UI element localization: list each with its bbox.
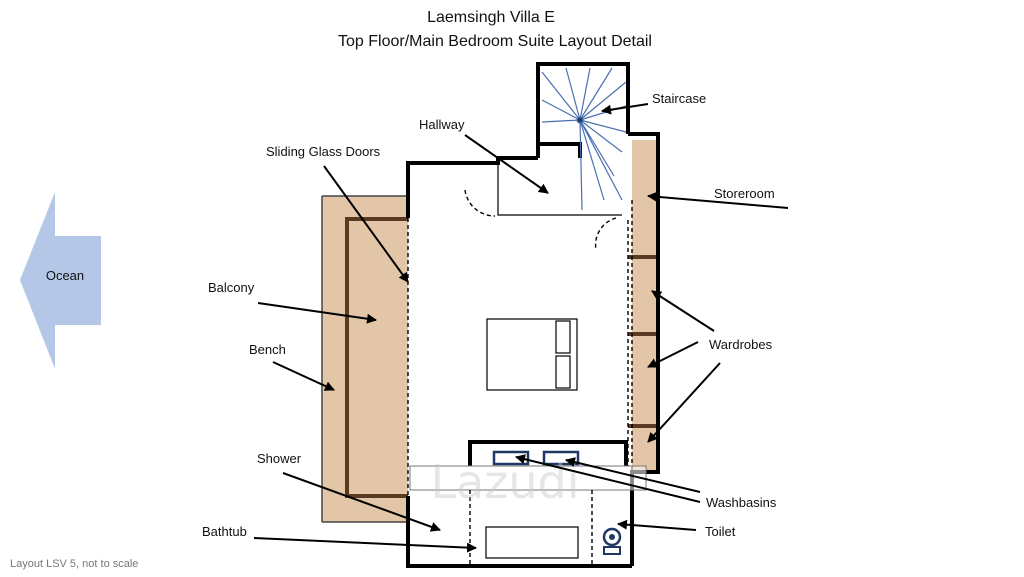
arrow-sliding-glass-doors: [323, 165, 409, 283]
bench: [345, 217, 408, 498]
arrow-balcony: [257, 302, 377, 324]
label-hallway: Hallway: [419, 117, 465, 132]
arrow-storeroom: [647, 191, 789, 209]
bed: [486, 318, 578, 391]
arrow-wardrobe-3: [647, 362, 721, 443]
arrow-bathtub: [253, 537, 477, 553]
ocean-arrow: Ocean: [20, 192, 101, 369]
staircase: [541, 67, 627, 211]
toilet: [602, 527, 622, 555]
footnote: Layout LSV 5, not to scale: [10, 558, 138, 570]
bathtub: [485, 526, 579, 559]
door-swing-hallway: [464, 189, 496, 217]
label-washbasins: Washbasins: [706, 495, 777, 510]
label-toilet: Toilet: [705, 524, 736, 539]
label-storeroom: Storeroom: [714, 186, 775, 201]
label-staircase: Staircase: [652, 91, 706, 106]
arrow-wardrobe-2: [647, 341, 699, 368]
arrow-washbasin-2: [565, 457, 701, 493]
door-swing-storeroom: [594, 217, 617, 251]
ocean-label: Ocean: [46, 268, 84, 283]
label-bathtub: Bathtub: [202, 524, 247, 539]
label-wardrobes: Wardrobes: [709, 337, 773, 352]
arrow-shower: [282, 472, 441, 532]
label-balcony: Balcony: [208, 280, 255, 295]
label-shower: Shower: [257, 451, 302, 466]
label-sliding-glass-doors: Sliding Glass Doors: [266, 144, 381, 159]
title-line-1: Laemsingh Villa E: [427, 9, 555, 26]
arrow-hallway: [464, 134, 549, 194]
arrow-toilet: [617, 519, 697, 531]
arrow-bench: [272, 361, 335, 391]
walls: [406, 62, 660, 568]
wardrobe-strip: [628, 140, 656, 472]
title-line-2: Top Floor/Main Bedroom Suite Layout Deta…: [338, 33, 652, 50]
arrow-staircase: [601, 103, 649, 115]
watermark: Lazudi: [430, 455, 579, 509]
arrow-washbasin-1: [515, 454, 701, 503]
label-bench: Bench: [249, 342, 286, 357]
arrow-wardrobe-1: [651, 290, 715, 332]
balcony: [321, 195, 408, 523]
